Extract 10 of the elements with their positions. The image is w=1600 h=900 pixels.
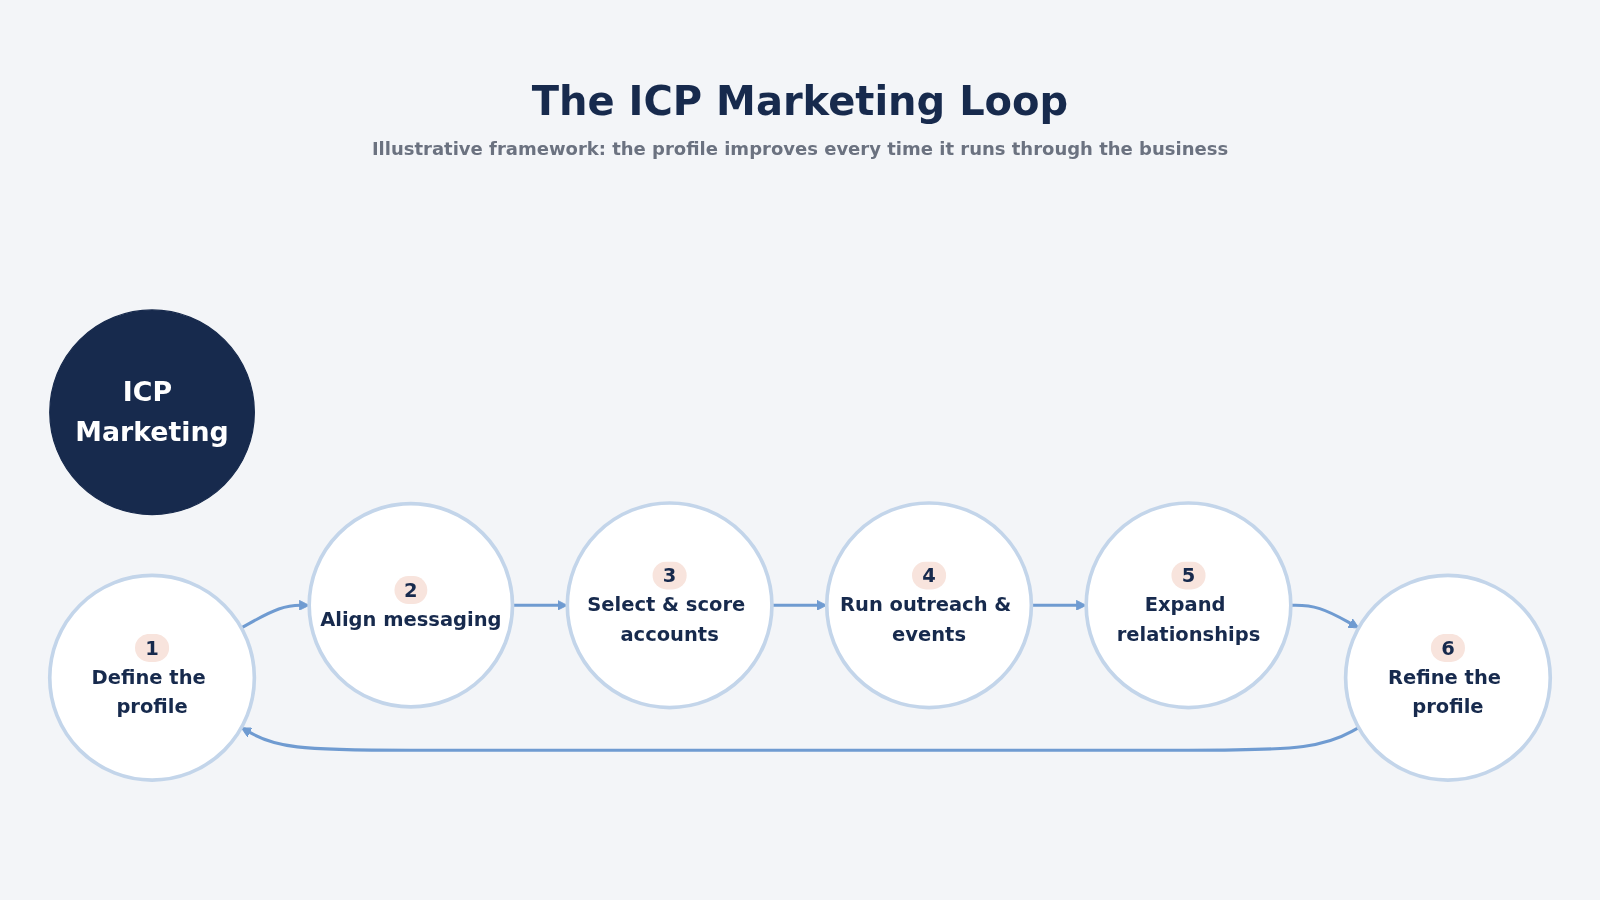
node-circle: ICP Marketing [49,309,255,516]
node-circle: 5 Expand relationships [1084,501,1293,710]
node-circle: 4 Run outreach & events [824,501,1034,710]
node-circle: 2 Align messaging [307,501,515,709]
subtitle-text: Illustrative framework: the profile improves every time it runs through the business [371,138,1229,159]
arrow [240,726,1360,752]
node-circle: 3 Select & score accounts [565,501,774,710]
node-circle: 1 Define the profile [47,573,257,782]
title-heading: The ICP Marketing Loop [531,78,1069,124]
node-circle: 6 Refine the profile [1343,573,1553,782]
